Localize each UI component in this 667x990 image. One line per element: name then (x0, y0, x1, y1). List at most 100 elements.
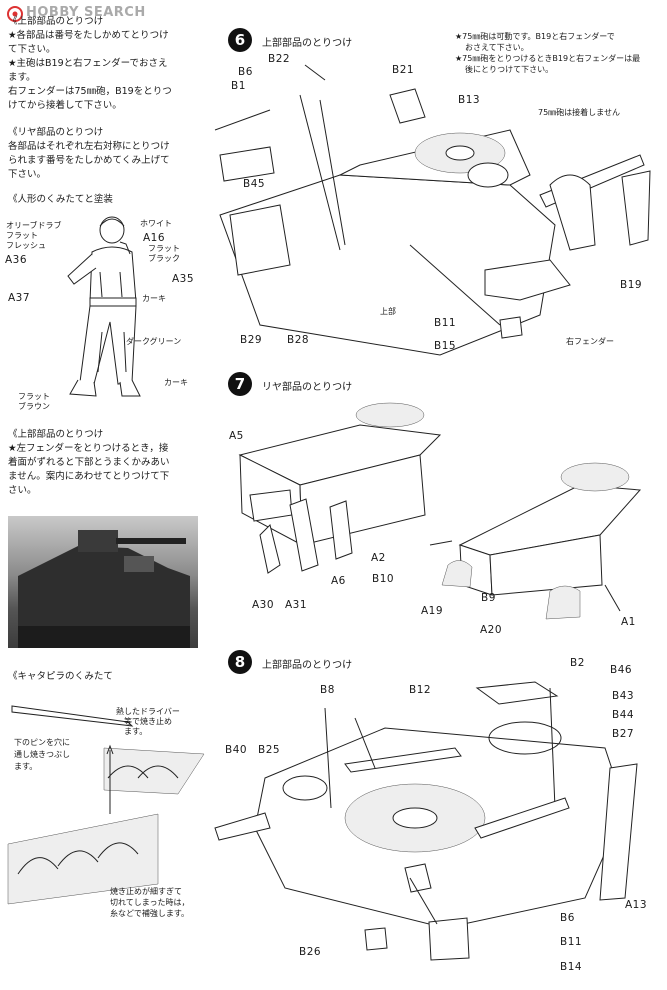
tracks-heading: 《キャタピラのくみたて (8, 671, 113, 682)
step-6-note-3: ★75㎜砲をとりつけるときB19と右フェンダーは最 (455, 54, 641, 63)
section-c-line: 着面がずれると下部とうまくかみあい (8, 457, 170, 468)
part-label-b29: B29 (240, 334, 263, 346)
part-label-b46: B46 (610, 664, 633, 676)
section-a-line: 右フェンダーは75㎜砲，B19をとりつ (8, 86, 172, 97)
part-label-a37: A37 (8, 292, 31, 304)
part-label-b14: B14 (560, 961, 583, 973)
section-c-line: さい。 (8, 485, 37, 496)
section-b-heading: 《リヤ部品のとりつけ (8, 127, 104, 138)
tank-reference-photo (8, 516, 198, 648)
part-label-a2: A2 (371, 552, 386, 564)
part-label-b27: B27 (612, 728, 635, 740)
section-c-line: ません。案内にあわせてとりつけて下 (8, 471, 170, 482)
step-6-note-4: 後にとりつけて下さい。 (465, 65, 554, 74)
part-label-b15: B15 (434, 340, 457, 352)
section-a-heading: 《上部部品のとりつけ (8, 16, 104, 27)
section-b-line: 下さい。 (8, 169, 47, 180)
label-right-fender: 右フェンダー (566, 337, 614, 346)
track-note-3a: 焼き止めが細すぎて (110, 887, 182, 896)
part-label-b11-step8: B11 (560, 936, 583, 948)
section-b-line: られます番号をたしかめてくみ上げて (8, 155, 170, 166)
section-upper-parts-a: 《上部部品のとりつけ ★各部品は番号をたしかめてとりつけ て下さい。 ★主砲はB… (8, 15, 208, 113)
tank-photo-silhouette-icon (18, 530, 190, 648)
section-a-line: て下さい。 (8, 44, 56, 55)
step-7-number: 7 (228, 372, 252, 396)
part-label-b13: B13 (458, 94, 481, 106)
part-label-b43: B43 (612, 690, 635, 702)
watermark-logo-icon (7, 6, 23, 22)
label-upper-hull: 上部 (380, 307, 396, 316)
step-8-number: 8 (228, 650, 252, 674)
section-a-line: ます。 (8, 72, 36, 83)
label-flat-3: フラット (18, 392, 50, 401)
label-dark-green: ダークグリーン (126, 337, 182, 346)
part-label-b2: B2 (570, 657, 585, 669)
label-khaki-1: カーキ (142, 294, 166, 303)
section-a-line: けてから接着して下さい。 (8, 100, 122, 111)
part-label-b19: B19 (620, 279, 643, 291)
section-rear-parts: 《リヤ部品のとりつけ 各部品はそれぞれ左右対称にとりつけ られます番号をたしかめ… (8, 126, 208, 182)
part-label-b8: B8 (320, 684, 335, 696)
part-label-b11: B11 (434, 317, 457, 329)
track-note-2b: 通し焼きつぶし (14, 750, 70, 759)
track-note-1c: ます。 (124, 727, 148, 736)
part-label-a31: A31 (285, 599, 308, 611)
track-note-1b: 等で焼き止め (124, 717, 172, 726)
part-label-a13: A13 (625, 899, 648, 911)
track-note-3b: 切れてしまった時は， (110, 898, 190, 907)
track-note-1a: 熱したドライバー (116, 707, 180, 716)
section-c-line: ★左フェンダーをとりつけるとき，接 (8, 443, 169, 454)
part-label-b45: B45 (243, 178, 266, 190)
section-c-heading: 《上部部品のとりつけ (8, 429, 104, 440)
section-b-line: 各部品はそれぞれ左右対称にとりつけ (8, 141, 170, 152)
part-label-b9: B9 (481, 592, 496, 604)
part-label-b6-step8: B6 (560, 912, 575, 924)
watermark-text: HOBBY SEARCH (26, 5, 146, 20)
section-a-line: ★主砲はB19と右フェンダーでおさえ (8, 58, 168, 69)
track-note-2c: ます。 (14, 762, 38, 771)
part-label-a19: A19 (421, 605, 444, 617)
part-label-a35: A35 (172, 273, 195, 285)
step-6-note-1: ★75㎜砲は可動です。B19と右フェンダーで (455, 32, 615, 41)
section-a-line: ★各部品は番号をたしかめてとりつけ (8, 30, 169, 41)
label-flesh: フレッシュ (6, 241, 46, 250)
part-label-a1: A1 (621, 616, 636, 628)
part-label-b21: B21 (392, 64, 415, 76)
track-note-3c: 糸などで補強します。 (110, 909, 190, 918)
part-label-b22: B22 (268, 53, 291, 65)
part-label-a30: A30 (252, 599, 275, 611)
step-6-diagram (214, 64, 651, 356)
step-6-title: 上部部品のとりつけ (262, 38, 353, 49)
part-label-a6: A6 (331, 575, 346, 587)
label-khaki-2: カーキ (164, 378, 188, 387)
section-upper-parts-c: 《上部部品のとりつけ ★左フェンダーをとりつけるとき，接 着面がずれると下部とう… (8, 428, 208, 498)
part-label-b1: B1 (231, 80, 246, 92)
part-label-a20: A20 (480, 624, 503, 636)
part-label-b12: B12 (409, 684, 432, 696)
label-brown: ブラウン (18, 402, 50, 411)
part-label-a36: A36 (5, 254, 28, 266)
track-note-2a: 下のピンを穴に (14, 738, 70, 747)
label-olive-drab: オリーブドラブ (6, 221, 62, 230)
label-black: ブラック (148, 254, 180, 263)
part-label-b28: B28 (287, 334, 310, 346)
figure-heading: 《人形のくみたてと塗装 (8, 194, 113, 205)
soldier-figure-illustration (67, 216, 141, 397)
part-label-b10: B10 (372, 573, 395, 585)
step-8-diagram (214, 681, 638, 961)
step-7-diagram (238, 402, 642, 620)
label-white: ホワイト (140, 219, 172, 228)
part-label-b26: B26 (299, 946, 322, 958)
part-label-a5: A5 (229, 430, 244, 442)
step-6-note-5: 75㎜砲は接着しません (538, 108, 620, 117)
track-assembly-illustration (7, 705, 205, 905)
part-label-b6: B6 (238, 66, 253, 78)
hobby-search-watermark: HOBBY SEARCH (6, 4, 166, 24)
part-label-b44: B44 (612, 709, 635, 721)
step-7-title: リヤ部品のとりつけ (262, 382, 353, 393)
step-8-title: 上部部品のとりつけ (262, 660, 353, 671)
step-6-number: 6 (228, 28, 252, 52)
part-label-b25: B25 (258, 744, 281, 756)
part-label-b40: B40 (225, 744, 248, 756)
label-flat-2: フラット (148, 244, 180, 253)
